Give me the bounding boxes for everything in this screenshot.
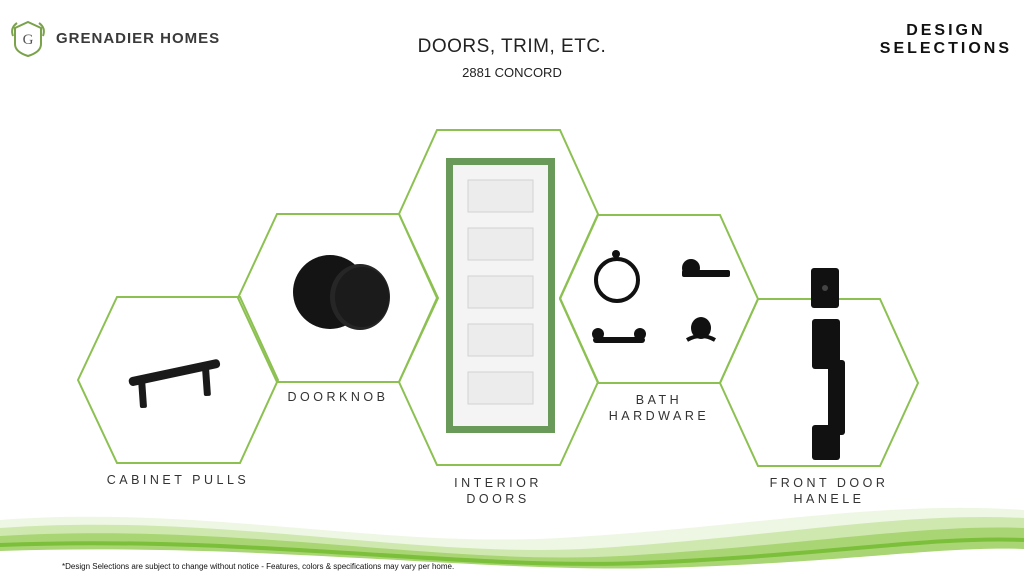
bath-hardware-line-2: HARDWARE: [608, 409, 710, 423]
doorknob-icon: [293, 255, 390, 330]
disclaimer-note: *Design Selections are subject to change…: [62, 562, 455, 571]
design-selections-heading: DESIGN SELECTIONS: [880, 22, 1012, 58]
brand-name: GRENADIER HOMES: [56, 29, 221, 47]
bath-hardware-label: BATH HARDWARE: [579, 392, 739, 424]
logo-letter: G: [23, 32, 34, 48]
design-line-2: SELECTIONS: [879, 40, 1012, 57]
leaf-crest-icon: G: [11, 20, 45, 58]
bath-hardware-icons: [592, 250, 730, 343]
hex-cabinet-pulls: [76, 296, 280, 464]
doorknob-label: DOORKNOB: [287, 390, 389, 404]
front-door-label: FRONT DOOR HANELE: [744, 475, 914, 507]
brand-logo: G GRENADIER HOMES: [8, 18, 220, 58]
interior-door-icon: [446, 158, 555, 433]
front-door-line-1: FRONT DOOR: [769, 476, 889, 490]
design-line-1: DESIGN: [906, 22, 986, 39]
hex-bath-hardware: [558, 214, 760, 384]
hex-front-door: [718, 298, 920, 467]
wave-decoration: [0, 507, 1024, 575]
cabinet-pull-icon: [128, 359, 221, 409]
interior-doors-label: INTERIOR DOORS: [418, 475, 578, 507]
hex-interior-doors: [397, 129, 600, 466]
cabinet-pulls-label: CABINET PULLS: [106, 473, 250, 487]
bath-hardware-line-1: BATH: [635, 393, 683, 407]
page-title: DOORS, TRIM, ETC.: [417, 36, 607, 57]
front-door-handle-icon: [811, 268, 845, 460]
interior-doors-line-2: DOORS: [466, 492, 530, 506]
page-subtitle: 2881 CONCORD: [462, 65, 562, 80]
front-door-line-2: HANELE: [793, 492, 865, 506]
interior-doors-line-1: INTERIOR: [454, 476, 542, 490]
